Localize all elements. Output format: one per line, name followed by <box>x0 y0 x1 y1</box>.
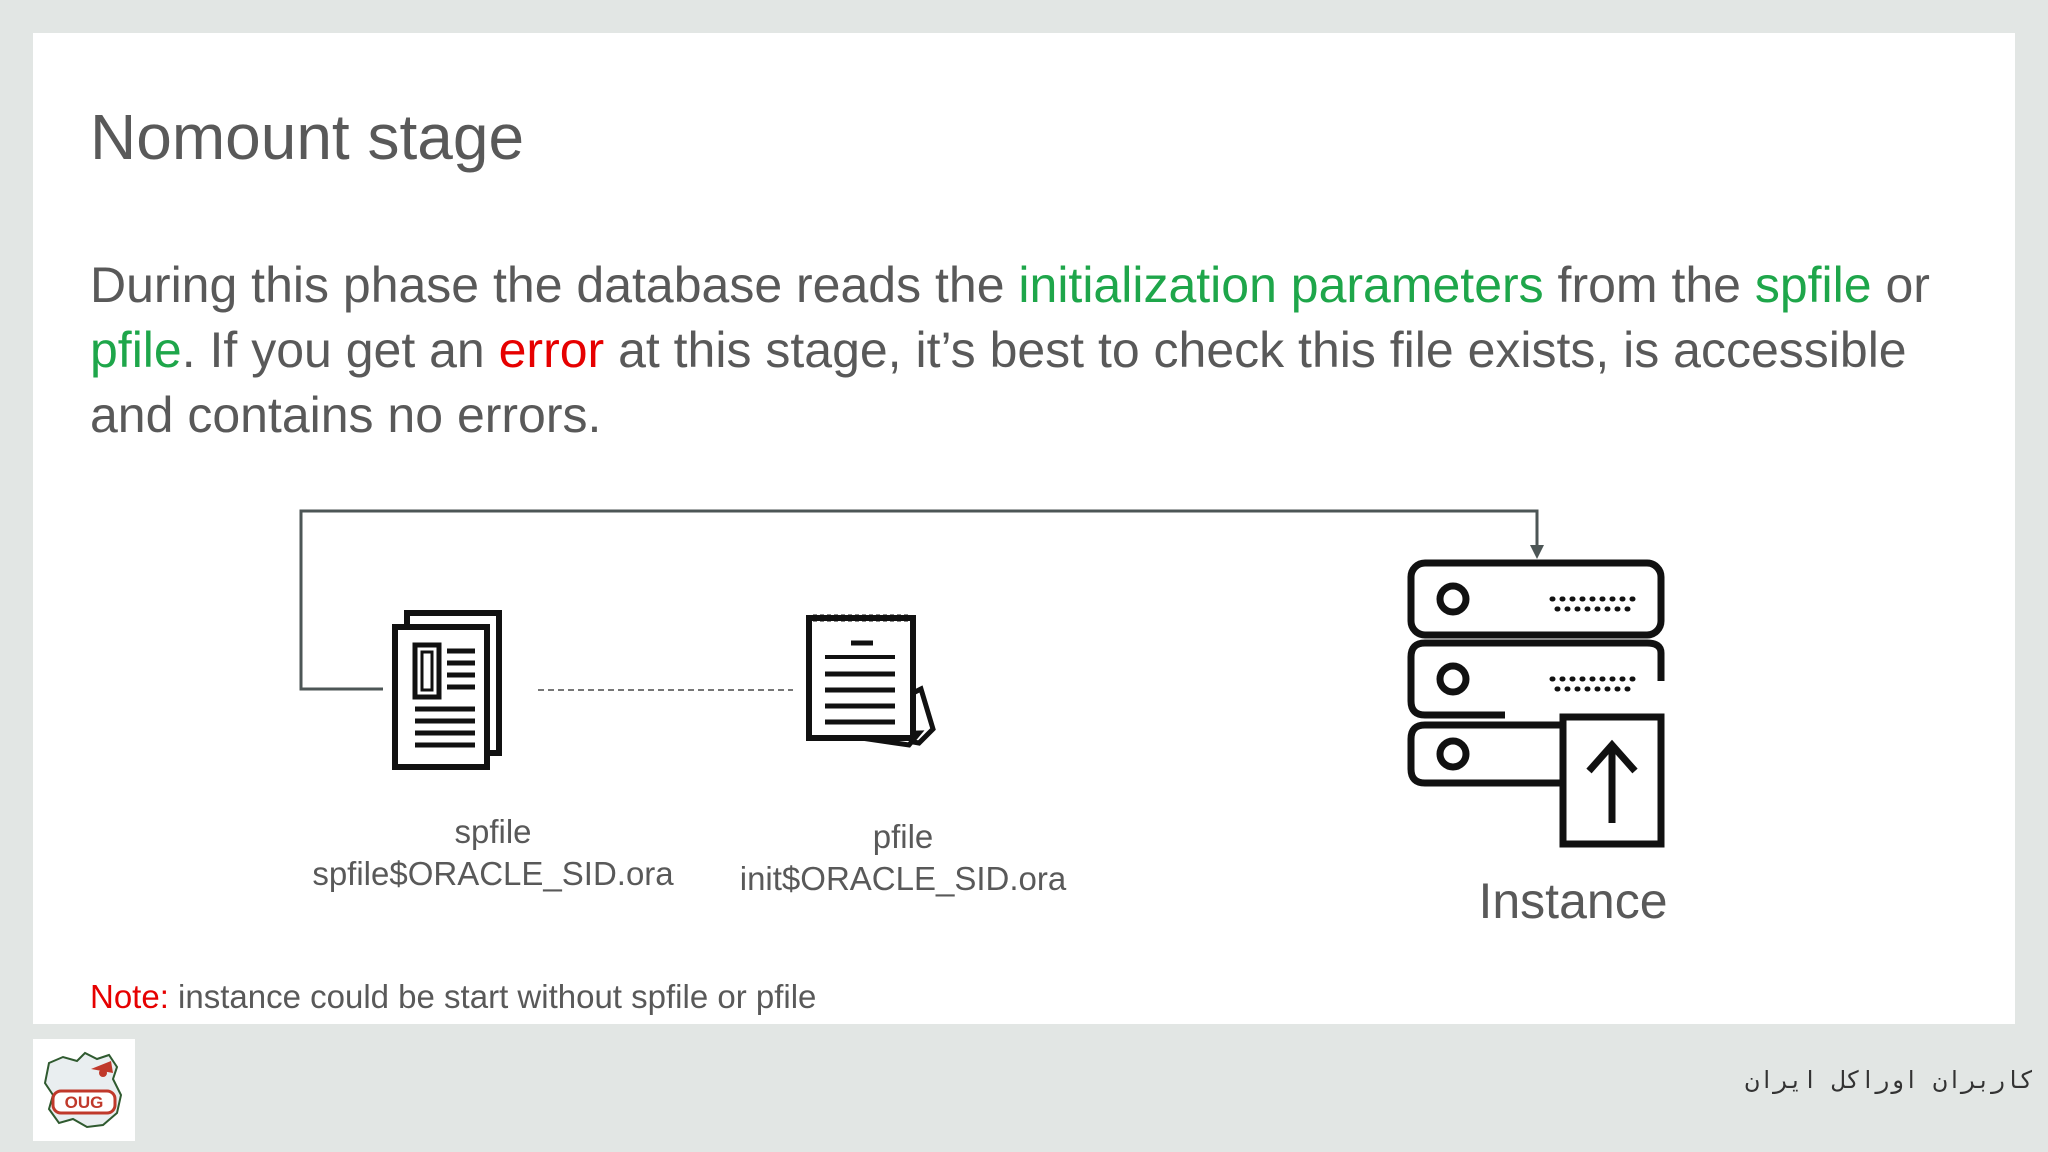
startup-diagram <box>299 509 1665 848</box>
oug-logo-icon: OUG <box>43 1051 123 1129</box>
oug-logo: OUG <box>33 1039 135 1141</box>
body-text-part4: . If you get an <box>181 322 499 378</box>
highlight-spfile: spfile <box>1754 257 1872 313</box>
slide-title: Nomount stage <box>90 101 525 173</box>
slide: Nomount stage During this phase the data… <box>33 33 2015 1024</box>
connector-arrowhead <box>1530 545 1544 559</box>
footer-text: کاربران اوراکل ایران <box>1745 1066 2034 1094</box>
spfile-name: spfile <box>454 813 532 850</box>
highlight-initialization-parameters: initialization parameters <box>1018 257 1544 313</box>
body-text-part2: from the <box>1543 257 1755 313</box>
body-text-part5: at this stage, it’s best to check this f… <box>90 322 1907 443</box>
body-text: During this phase the database reads the… <box>90 253 1970 448</box>
logo-text: OUG <box>65 1093 104 1112</box>
note: Note: instance could be start without sp… <box>90 977 816 1017</box>
body-text-part1: During this phase the database reads the <box>90 257 1019 313</box>
server-upload-icon <box>1407 559 1665 848</box>
spfile-label: spfile spfile$ORACLE_SID.ora <box>233 811 753 895</box>
highlight-pfile: pfile <box>90 322 182 378</box>
document-pages-icon <box>806 614 936 748</box>
document-stack-icon <box>392 610 502 770</box>
connector-line <box>299 509 1539 691</box>
highlight-error: error <box>498 322 605 378</box>
pfile-name: pfile <box>872 818 934 855</box>
instance-label: Instance <box>1478 873 1668 929</box>
pfile-path: init$ORACLE_SID.ora <box>739 860 1067 897</box>
note-prefix: Note: <box>90 978 169 1015</box>
spfile-path: spfile$ORACLE_SID.ora <box>312 855 674 892</box>
body-text-part3: or <box>1871 257 1930 313</box>
note-text: instance could be start without spfile o… <box>168 978 817 1015</box>
pfile-label: pfile init$ORACLE_SID.ora <box>643 816 1163 900</box>
